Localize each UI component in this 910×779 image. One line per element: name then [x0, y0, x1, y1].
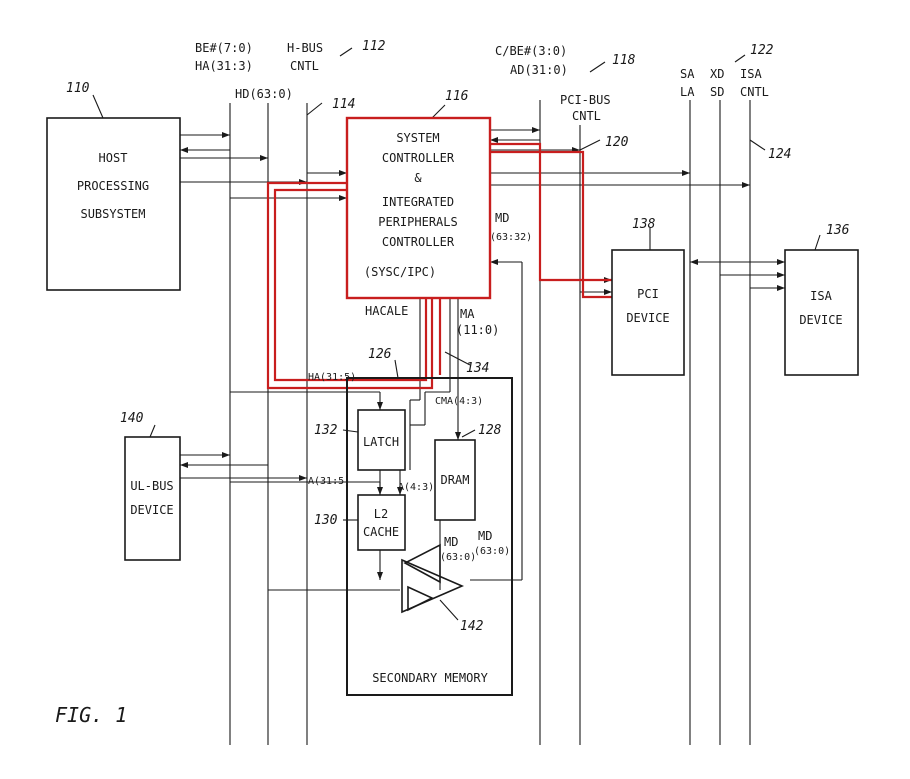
svg-text:136: 136 — [826, 223, 850, 238]
highlighted-paths — [268, 144, 612, 388]
svg-text:142: 142 — [460, 619, 484, 634]
ul-bus-device-box — [125, 437, 180, 560]
svg-text:140: 140 — [120, 411, 144, 426]
svg-text:CNTL: CNTL — [740, 85, 769, 99]
svg-text:HACALE: HACALE — [365, 304, 408, 318]
svg-text:132: 132 — [314, 423, 338, 438]
svg-text:HA(31:3): HA(31:3) — [195, 59, 253, 73]
cache-label: CACHE — [363, 525, 399, 539]
svg-text:C/BE#(3:0): C/BE#(3:0) — [495, 44, 567, 58]
svg-text:CNTL: CNTL — [572, 109, 601, 123]
latch-label: LATCH — [363, 435, 399, 449]
svg-text:&: & — [414, 171, 422, 185]
svg-text:SUBSYSTEM: SUBSYSTEM — [80, 207, 145, 221]
host-processing-box — [47, 118, 180, 290]
svg-text:INTEGRATED: INTEGRATED — [382, 195, 454, 209]
svg-text:(63:0): (63:0) — [474, 546, 510, 557]
svg-text:HD(63:0): HD(63:0) — [235, 87, 293, 101]
svg-text:HA(31:5): HA(31:5) — [308, 372, 356, 383]
svg-text:(11:0): (11:0) — [456, 323, 499, 337]
svg-text:134: 134 — [466, 361, 489, 376]
svg-text:SYSTEM: SYSTEM — [396, 131, 439, 145]
svg-text:A(31:5): A(31:5) — [308, 476, 350, 487]
svg-text:110: 110 — [66, 81, 90, 96]
svg-text:130: 130 — [314, 513, 338, 528]
arrowheads — [180, 127, 785, 580]
svg-text:SA: SA — [680, 67, 695, 81]
svg-text:XD: XD — [710, 67, 724, 81]
svg-text:138: 138 — [632, 217, 656, 232]
svg-text:CMA(4:3): CMA(4:3) — [435, 396, 483, 407]
svg-text:A(4:3): A(4:3) — [398, 482, 434, 493]
svg-text:PCI-BUS: PCI-BUS — [560, 93, 611, 107]
pci-device-label: PCI DEVICE — [626, 287, 669, 325]
svg-text:HOST: HOST — [99, 151, 128, 165]
bus-labels: BE#(7:0) HA(31:3) HD(63:0) H-BUS CNTL C/… — [195, 41, 769, 123]
cache-box — [358, 495, 405, 550]
svg-text:128: 128 — [478, 423, 502, 438]
svg-text:CNTL: CNTL — [290, 59, 319, 73]
svg-text:DEVICE: DEVICE — [130, 503, 173, 517]
svg-text:ISA: ISA — [810, 289, 832, 303]
svg-text:CONTROLLER: CONTROLLER — [382, 235, 455, 249]
svg-text:LA: LA — [680, 85, 695, 99]
svg-text:116: 116 — [445, 89, 469, 104]
svg-text:(63:32): (63:32) — [490, 232, 532, 243]
svg-text:PCI: PCI — [637, 287, 659, 301]
svg-text:ISA: ISA — [740, 67, 762, 81]
svg-text:(SYSC/IPC): (SYSC/IPC) — [364, 265, 436, 279]
svg-text:MD: MD — [495, 211, 509, 225]
svg-text:124: 124 — [768, 147, 791, 162]
svg-text:CONTROLLER: CONTROLLER — [382, 151, 455, 165]
svg-text:SD: SD — [710, 85, 724, 99]
svg-text:MD: MD — [444, 535, 458, 549]
svg-text:DEVICE: DEVICE — [626, 311, 669, 325]
svg-text:UL-BUS: UL-BUS — [130, 479, 173, 493]
svg-text:H-BUS: H-BUS — [287, 41, 323, 55]
ul-device-label: UL-BUS DEVICE — [130, 479, 173, 517]
svg-text:114: 114 — [332, 97, 355, 112]
svg-text:122: 122 — [750, 43, 774, 58]
svg-text:PERIPHERALS: PERIPHERALS — [378, 215, 457, 229]
sysc-label: SYSTEM CONTROLLER & INTEGRATED PERIPHERA… — [364, 131, 458, 279]
svg-text:MA: MA — [460, 307, 475, 321]
svg-text:DEVICE: DEVICE — [799, 313, 842, 327]
svg-text:118: 118 — [612, 53, 636, 68]
svg-text:MD: MD — [478, 529, 492, 543]
cache-label: L2 — [374, 507, 388, 521]
svg-text:112: 112 — [362, 39, 386, 54]
secondary-memory-label: SECONDARY MEMORY — [372, 671, 488, 685]
svg-text:AD(31:0): AD(31:0) — [510, 63, 568, 77]
svg-text:126: 126 — [368, 347, 392, 362]
figure-caption: FIG. 1 — [55, 703, 127, 727]
svg-text:BE#(7:0): BE#(7:0) — [195, 41, 253, 55]
dram-label: DRAM — [441, 473, 470, 487]
svg-text:(63:0): (63:0) — [440, 552, 476, 563]
svg-text:120: 120 — [605, 135, 629, 150]
host-label: HOST PROCESSING SUBSYSTEM — [77, 151, 149, 221]
isa-device-label: ISA DEVICE — [799, 289, 842, 327]
svg-text:PROCESSING: PROCESSING — [77, 179, 149, 193]
